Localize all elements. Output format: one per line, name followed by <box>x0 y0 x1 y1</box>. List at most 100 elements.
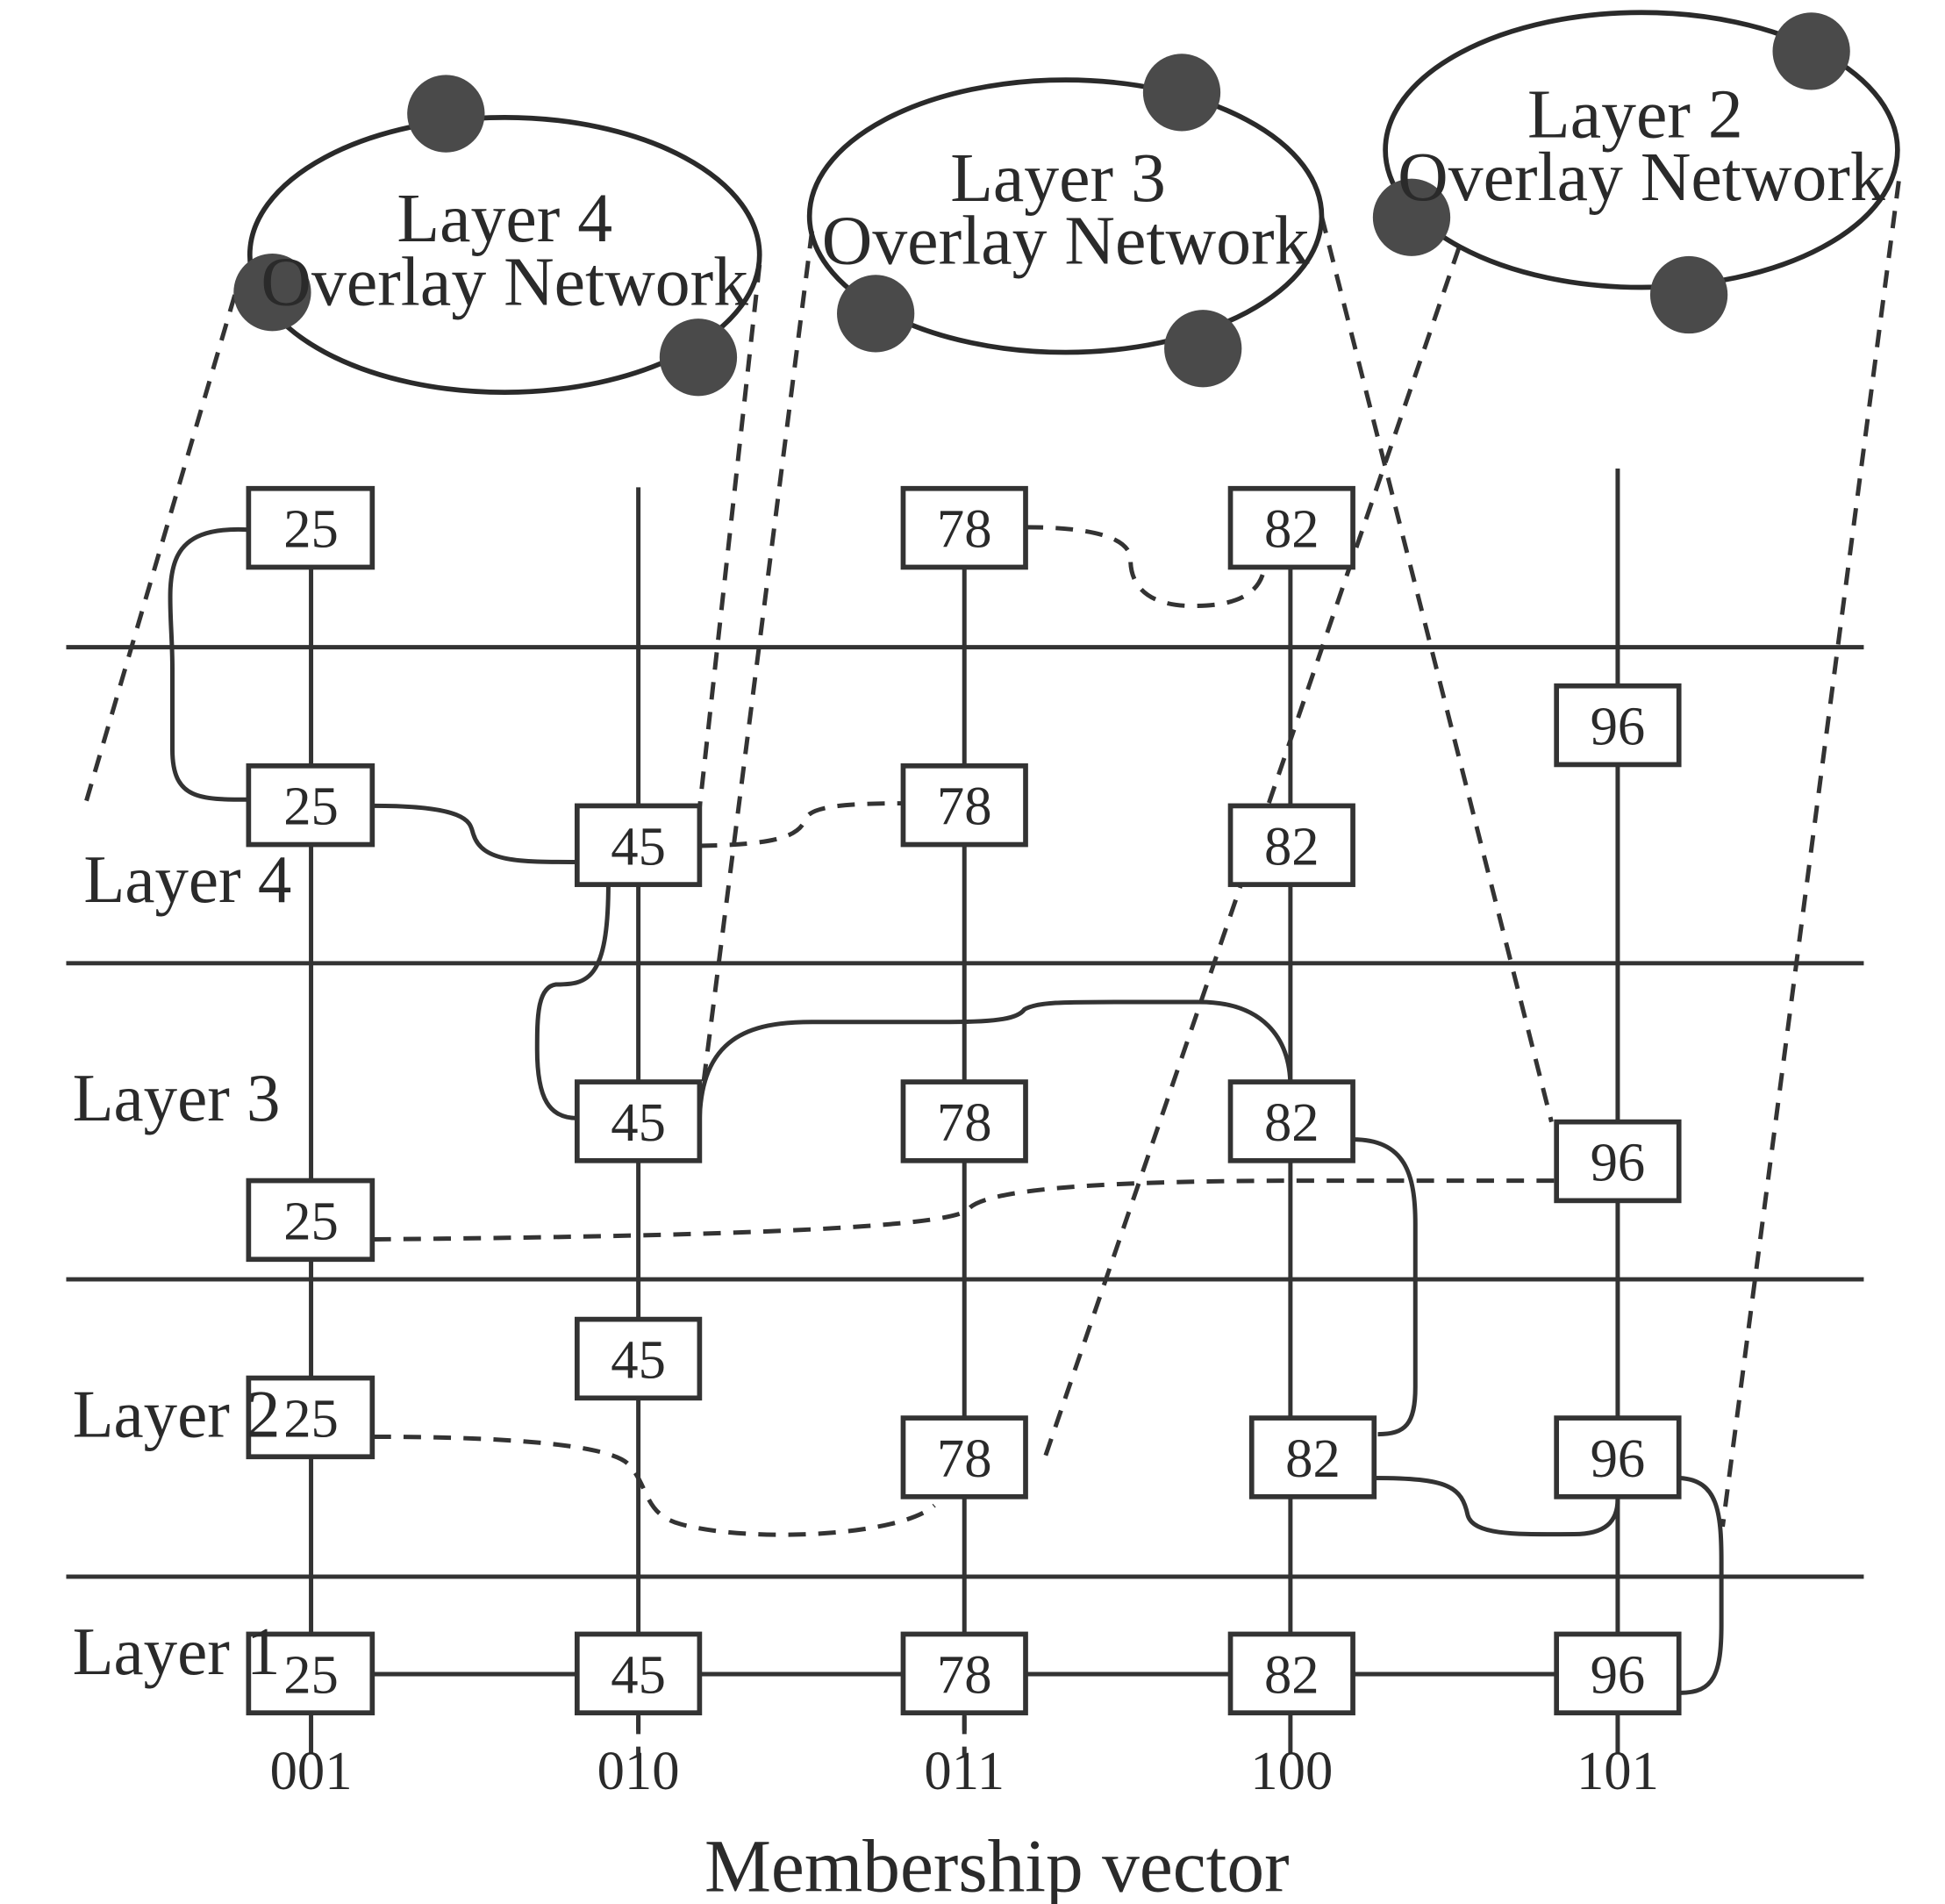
node-78-layer3: 78 <box>900 1079 1028 1163</box>
node-45-layer1: 45 <box>574 1631 703 1715</box>
layer-labels: Layer 4 Layer 3 Layer 2 Layer 1 <box>73 841 292 1689</box>
overlay-network-layer4: Layer 4 Overlay Network <box>233 75 762 397</box>
node-key: 82 <box>1264 1092 1319 1153</box>
node-82-layer2: 82 <box>1248 1415 1377 1500</box>
overlay-ellipse <box>1383 10 1900 290</box>
membership-vector-labels: 001 010 011 100 101 <box>270 1740 1659 1801</box>
axis-label: Membership vector <box>704 1826 1290 1904</box>
layer-label-3: Layer 3 <box>73 1060 281 1135</box>
link-96-to-96 <box>1679 1475 1724 1695</box>
projection-l3-left <box>701 231 815 1085</box>
node-key: 25 <box>283 1190 339 1251</box>
overlay-title-line1: Layer 4 <box>397 180 612 257</box>
link-45-to-45 <box>534 883 611 1120</box>
overlay-network-layer3: Layer 3 Overlay Network <box>806 54 1325 388</box>
overlay-title-line2: Overlay Network <box>822 202 1310 279</box>
mv-label-101: 101 <box>1577 1740 1659 1801</box>
node-82-layer1: 82 <box>1227 1631 1355 1715</box>
solid-links <box>168 527 1724 1695</box>
overlay-projections <box>82 181 1901 1528</box>
node-78-top: 78 <box>900 485 1028 570</box>
node-key: 25 <box>283 498 339 560</box>
link-82-to-96 <box>1374 1475 1620 1537</box>
link-25-top-to-25 <box>168 527 249 802</box>
projection-l4-right <box>695 264 762 832</box>
node-25-top: 25 <box>246 485 375 570</box>
node-key: 82 <box>1264 815 1319 877</box>
node-key: 96 <box>1591 1132 1646 1193</box>
overlay-title-line2: Overlay Network <box>1398 139 1885 216</box>
node-96-layer2: 96 <box>1554 1415 1682 1500</box>
node-25-layer3: 25 <box>246 1177 375 1263</box>
node-96-layer4: 96 <box>1554 683 1682 768</box>
node-key: 96 <box>1591 1428 1646 1489</box>
peer-node-icon <box>837 275 915 353</box>
link-25-to-96-layer3 <box>373 1178 1557 1242</box>
overlay-network-layer2: Layer 2 Overlay Network <box>1372 10 1900 334</box>
node-key: 96 <box>1591 1643 1646 1705</box>
link-78-to-82-top <box>1026 525 1267 609</box>
peer-node-icon <box>659 319 738 397</box>
node-key: 78 <box>937 498 992 560</box>
node-key: 78 <box>937 776 992 837</box>
overlay-ellipse <box>806 77 1325 355</box>
projection-l4-left <box>82 294 238 807</box>
node-25-layer4: 25 <box>246 762 375 848</box>
link-25-to-78-layer2 <box>373 1434 936 1537</box>
peer-node-icon <box>1649 255 1728 334</box>
peer-node-icon <box>233 254 311 332</box>
link-45-to-82-layer3 <box>697 999 1293 1125</box>
node-key: 82 <box>1264 498 1319 560</box>
link-25-to-45 <box>373 803 577 864</box>
node-key: 78 <box>937 1092 992 1153</box>
mv-label-011: 011 <box>924 1740 1005 1801</box>
node-82-top: 82 <box>1227 485 1355 570</box>
layer-label-4: Layer 4 <box>83 841 291 917</box>
node-key: 45 <box>611 815 666 877</box>
node-82-layer4: 82 <box>1227 803 1355 887</box>
node-key: 82 <box>1264 1643 1319 1705</box>
node-key: 78 <box>937 1428 992 1489</box>
dashed-links <box>373 525 1557 1537</box>
overlay-title-line1: Layer 2 <box>1527 76 1743 154</box>
node-25-layer1: 25 <box>246 1631 375 1715</box>
projection-l3-right <box>1319 215 1554 1123</box>
peer-node-icon <box>407 75 485 153</box>
node-45-layer2: 45 <box>574 1316 703 1401</box>
node-key: 96 <box>1591 696 1646 757</box>
layer-label-1: Layer 1 <box>73 1614 281 1689</box>
node-key: 25 <box>283 1643 339 1705</box>
mv-label-100: 100 <box>1250 1740 1333 1801</box>
peer-node-icon <box>1372 178 1451 256</box>
node-key: 45 <box>611 1092 666 1153</box>
layer-label-2: Layer 2 <box>73 1376 281 1451</box>
projection-l2-right <box>1720 181 1901 1528</box>
node-45-layer3: 45 <box>574 1079 703 1163</box>
node-96-layer3: 96 <box>1554 1119 1682 1204</box>
node-96-layer1: 96 <box>1554 1631 1682 1715</box>
node-key: 78 <box>937 1643 992 1705</box>
link-45-to-78-layer4 <box>699 801 904 848</box>
overlay-title-line2: Overlay Network <box>261 243 748 320</box>
node-key: 25 <box>283 776 339 837</box>
node-25-layer2: 25 <box>246 1375 375 1460</box>
node-key: 45 <box>611 1329 666 1391</box>
peer-node-icon <box>1164 310 1242 388</box>
node-key: 82 <box>1285 1428 1341 1489</box>
peer-node-icon <box>1772 12 1850 90</box>
peer-node-icon <box>1142 54 1221 132</box>
overlay-title-line1: Layer 3 <box>950 140 1166 217</box>
node-key: 45 <box>611 1643 666 1705</box>
mv-label-001: 001 <box>270 1740 353 1801</box>
node-key: 25 <box>283 1387 339 1449</box>
overlay-ellipse <box>247 114 762 395</box>
node-78-layer2: 78 <box>900 1415 1028 1500</box>
node-45-layer4: 45 <box>574 803 703 887</box>
node-82-layer3: 82 <box>1227 1079 1355 1163</box>
node-78-layer4: 78 <box>900 762 1028 848</box>
nodes: 25 78 82 96 25 45 78 82 <box>246 485 1682 1715</box>
link-82-to-82 <box>1353 1137 1418 1437</box>
mv-label-010: 010 <box>597 1740 680 1801</box>
node-78-layer1: 78 <box>900 1631 1028 1715</box>
